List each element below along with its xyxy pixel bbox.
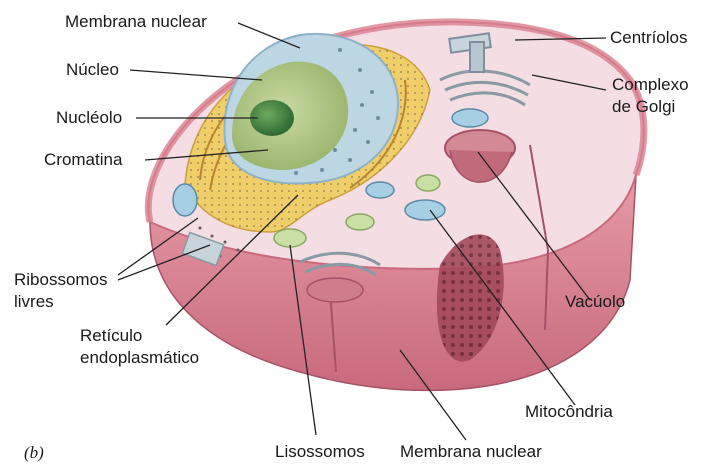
label-membrana-nuclear-bottom: Membrana nuclear xyxy=(400,442,542,462)
label-cromatina: Cromatina xyxy=(44,150,122,170)
lysosome-cut xyxy=(307,278,363,302)
label-ribossomos-1: Ribossomos xyxy=(14,270,108,290)
label-reticulo-2: endoplasmático xyxy=(80,348,199,368)
label-nucleolo: Nucléolo xyxy=(56,108,122,128)
panel-label: (b) xyxy=(24,443,44,463)
label-reticulo-1: Retículo xyxy=(80,326,142,346)
label-golgi-1: Complexo xyxy=(612,75,689,95)
label-golgi-2: de Golgi xyxy=(612,97,675,117)
label-lisossomos: Lisossomos xyxy=(275,442,365,462)
label-ribossomos-2: livres xyxy=(14,292,54,312)
label-vacuolo: Vacúolo xyxy=(565,292,625,312)
label-mitocondria: Mitocôndria xyxy=(525,402,613,422)
label-nucleo: Núcleo xyxy=(66,60,119,80)
label-centriolos: Centríolos xyxy=(610,28,687,48)
label-membrana-nuclear-top: Membrana nuclear xyxy=(65,12,207,32)
